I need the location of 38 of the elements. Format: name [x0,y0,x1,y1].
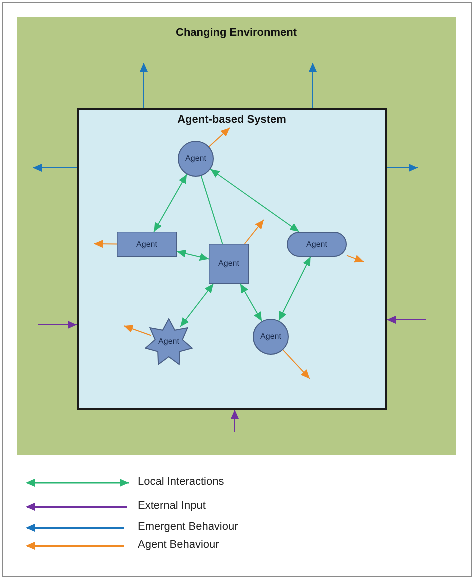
agent-label: Agent [158,338,180,346]
arrow [208,128,230,148]
arrow [346,255,364,263]
arrow [94,240,118,248]
arrow [180,284,214,328]
arrow [309,62,317,108]
agent-label: Agent [136,240,158,248]
arrow [282,350,310,380]
arrow [386,316,426,324]
legend-label: Agent Behaviour [138,540,220,551]
legend-label: External Input [138,501,206,512]
arrow [231,410,239,432]
system-box [77,108,387,410]
connector-line [200,176,224,244]
agent-label: Agent [260,333,282,341]
legend-label: Local Interactions [138,477,224,488]
system-title: Agent-based System [176,113,288,128]
arrow [244,220,264,244]
arrow [176,250,210,262]
arrow [386,164,418,172]
arrow [278,256,312,322]
arrow [154,174,188,232]
arrow [32,164,78,172]
arrow [124,325,152,336]
agent-circle [253,319,289,355]
arrow [210,168,300,232]
agent-label: Agent [306,240,328,248]
legend-label: Emergent Behaviour [138,522,238,533]
agent-label: Agent [218,260,240,268]
agent-circle [178,141,214,177]
agent-pill [287,232,347,257]
arrow [38,321,78,329]
arrow [240,284,263,322]
agent-star [145,317,193,367]
arrow [140,62,148,108]
region-title: Changing Environment [175,26,298,41]
environment-region [17,17,456,455]
agent-label: Agent [186,155,206,163]
